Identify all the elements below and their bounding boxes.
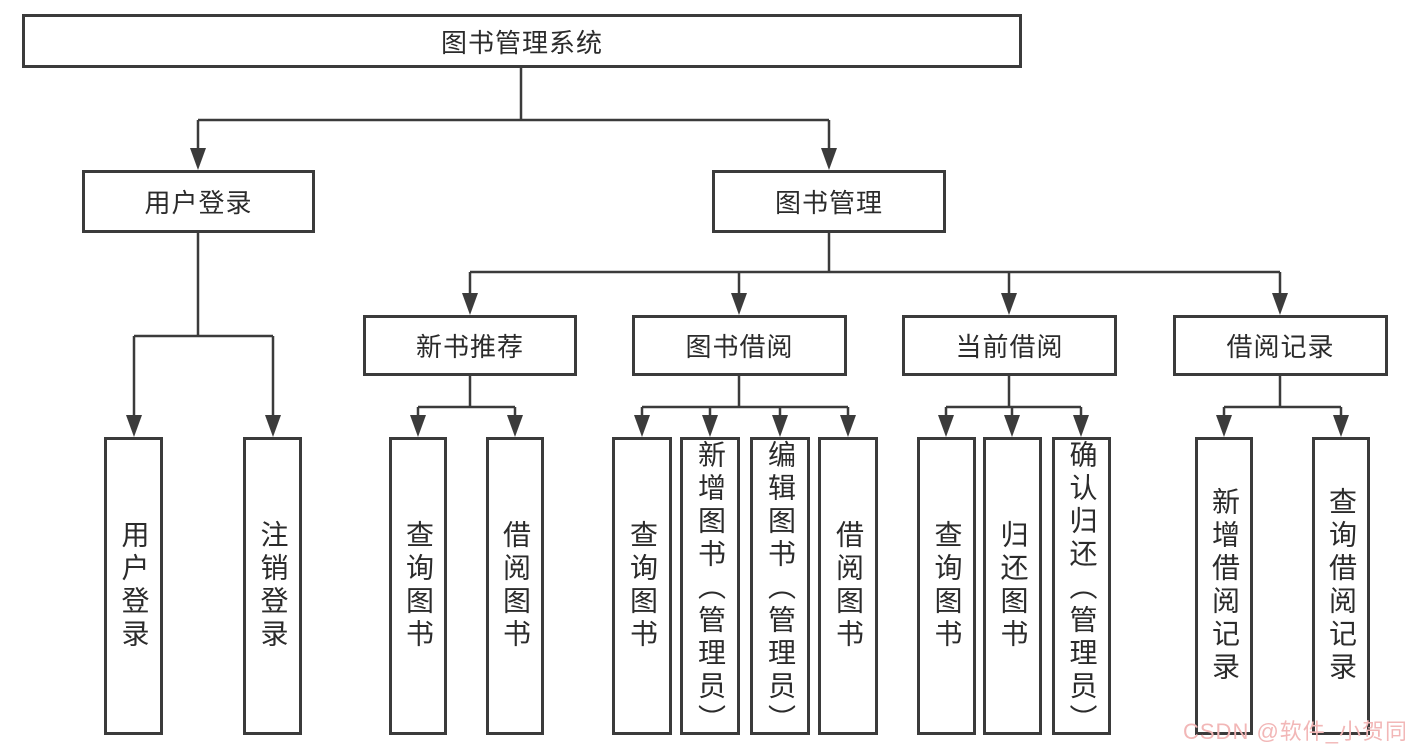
leaf-label: 归还图书 [997, 520, 1029, 652]
arrowhead [702, 415, 718, 437]
node-user-login: 用户登录 [82, 170, 315, 233]
node-leaf-query-books-recommend: 查询图书 [389, 437, 447, 735]
arrowhead [190, 148, 206, 170]
node-leaf-borrow-books-recommend: 借阅图书 [486, 437, 544, 735]
arrowhead [126, 415, 142, 437]
node-leaf-query-borrow-record: 查询借阅记录 [1312, 437, 1370, 735]
node-leaf-add-books-admin: 新增图书（管理员） [680, 437, 740, 737]
node-leaf-logout: 注销登录 [243, 437, 302, 735]
arrowhead [1216, 415, 1232, 437]
arrowhead [634, 415, 650, 437]
node-leaf-return-books: 归还图书 [983, 437, 1042, 735]
leaf-label: 查询借阅记录 [1326, 487, 1357, 685]
arrowhead [938, 415, 954, 437]
node-leaf-query-books-borrow: 查询图书 [612, 437, 672, 735]
arrowhead [265, 415, 281, 437]
leaf-label: 查询图书 [627, 520, 658, 652]
leaf-label: 确认归还（管理员） [1066, 440, 1098, 737]
node-new-book-recommend: 新书推荐 [363, 315, 577, 376]
arrowhead [772, 415, 788, 437]
arrowhead [1272, 293, 1288, 315]
arrowhead [1004, 415, 1020, 437]
leaf-label: 借阅图书 [500, 520, 531, 652]
arrowhead [1333, 415, 1349, 437]
arrowhead [840, 415, 856, 437]
leaf-label: 查询图书 [931, 520, 963, 652]
node-leaf-add-borrow-record: 新增借阅记录 [1195, 437, 1253, 735]
leaf-label: 新增借阅记录 [1209, 487, 1240, 685]
node-leaf-confirm-return-admin: 确认归还（管理员） [1052, 437, 1111, 737]
arrowhead [1073, 415, 1089, 437]
csdn-watermark: CSDN @软件_小贺同学 [1183, 719, 1405, 744]
arrowhead [731, 293, 747, 315]
leaf-label: 借阅图书 [833, 520, 864, 652]
node-leaf-borrow-books: 借阅图书 [818, 437, 878, 735]
leaf-label: 编辑图书（管理员） [765, 440, 796, 737]
node-leaf-query-books-current: 查询图书 [917, 437, 976, 735]
leaf-label: 用户登录 [118, 520, 150, 652]
node-leaf-edit-books-admin: 编辑图书（管理员） [750, 437, 810, 737]
node-book-borrow: 图书借阅 [632, 315, 847, 376]
leaf-label: 新增图书（管理员） [695, 440, 726, 737]
leaf-label: 查询图书 [403, 520, 434, 652]
leaf-label: 注销登录 [257, 520, 289, 652]
node-current-borrow: 当前借阅 [902, 315, 1117, 376]
node-borrow-records: 借阅记录 [1173, 315, 1388, 376]
arrowhead [821, 148, 837, 170]
arrowhead [507, 415, 523, 437]
node-leaf-user-login: 用户登录 [104, 437, 163, 735]
node-book-management: 图书管理 [712, 170, 946, 233]
arrowhead [1001, 293, 1017, 315]
arrowhead [462, 293, 478, 315]
node-root: 图书管理系统 [22, 14, 1022, 68]
arrowhead [410, 415, 426, 437]
